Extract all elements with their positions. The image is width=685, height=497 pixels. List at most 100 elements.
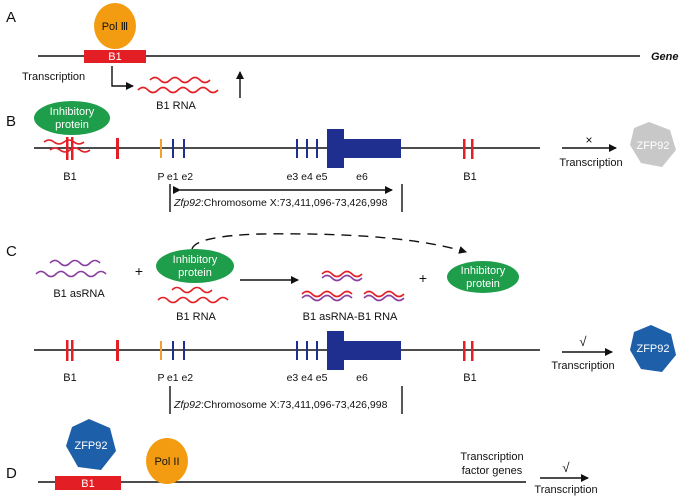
panel-c-promoter-mark (160, 341, 162, 360)
panel-b-p-label: P (157, 171, 164, 183)
panel-c-rna-wave-2 (157, 296, 229, 304)
panel-a-pol3-icon (94, 3, 136, 49)
panel-c-b1-left-label: B1 (63, 372, 76, 384)
panel-a-transcription-label: Transcription (22, 71, 85, 83)
panel-c-transcription-label: Transcription (551, 360, 614, 372)
panel-c-e3e4e5-label: e3 e4 e5 (287, 372, 328, 384)
panel-c-zfp92-icon (630, 325, 676, 372)
panel-d-pol2-icon (146, 438, 188, 484)
panel-b-bound-rna-1 (43, 139, 85, 145)
panel-c-span-label: Zfp92:Chromosome X:73,411,096-73,426,998 (173, 399, 388, 411)
panel-a-transcription-arrow (111, 66, 134, 90)
panel-c-zfp92-label: ZFP92 (636, 343, 669, 355)
panel-b-b1-right-mark-1 (463, 139, 466, 159)
panel-b-b1-left-label: B1 (63, 171, 76, 183)
panel-c-letter: C (6, 243, 17, 260)
panel-b-exon-e5 (316, 139, 318, 158)
panel-c-b1-mark-1 (66, 340, 69, 361)
panel-c-span-coords: :Chromosome X:73,411,096-73,426,998 (201, 399, 388, 411)
panel-d: D B1 ZFP92 Pol II Transcription factor g… (6, 419, 598, 496)
panel-c-p-label: P (157, 372, 164, 384)
panel-b-b1-mark-3 (116, 138, 119, 159)
panel-c-b1-right-mark-1 (463, 341, 466, 361)
panel-b-span-gene: Zfp92 (173, 197, 201, 209)
panel-b-zfp92-icon (630, 122, 676, 167)
panel-c-asrna-wave-1 (49, 259, 101, 267)
panel-b-exon-e6-tail (344, 139, 401, 158)
panel-b-e6-label: e6 (356, 171, 368, 183)
panel-c-rna-wave-1 (171, 286, 213, 294)
panel-a-letter: A (6, 9, 16, 26)
panel-c: C B1 asRNA + Inhibitory protein B1 RNA B… (6, 233, 676, 414)
panel-c-exon-e1 (172, 341, 174, 360)
panel-b-inhibitory-line2: protein (55, 119, 89, 131)
panel-b: B Inhibitory protein B1 P e1 e2 e3 e4 e5… (6, 101, 676, 212)
panel-a-b1-rna-label: B1 RNA (156, 100, 196, 112)
panel-d-tf-line1: Transcription (460, 451, 523, 463)
panel-d-tf-line2: factor genes (462, 465, 523, 477)
panel-c-b1-mark-2 (71, 340, 74, 361)
panel-a-rna-wave-1 (149, 76, 211, 84)
panel-c-complex-purple-1 (321, 274, 363, 282)
panel-c-b1-mark-3 (116, 340, 119, 361)
panel-b-b1-right-mark-2 (471, 139, 474, 159)
panel-c-inhibitory2-line1: Inhibitory (461, 265, 506, 277)
panel-c-complex-purple-2 (301, 294, 353, 302)
panel-b-span-coords: :Chromosome X:73,411,096-73,426,998 (201, 197, 388, 209)
panel-d-zfp92-icon (66, 419, 116, 470)
panel-b-letter: B (6, 113, 16, 130)
panel-c-inhibitory-line1: Inhibitory (173, 254, 218, 266)
panel-c-span-gene: Zfp92 (173, 399, 201, 411)
panel-c-b1-right-mark-2 (471, 341, 474, 361)
panel-c-complex-red-1 (321, 270, 363, 278)
panel-b-exon-e4 (306, 139, 308, 158)
panel-b-cross-mark: × (585, 133, 592, 147)
panel-b-span-label: Zfp92:Chromosome X:73,411,096-73,426,998 (173, 197, 388, 209)
panel-d-transcription-label: Transcription (534, 484, 597, 496)
panel-d-pol2-label: Pol II (154, 456, 179, 468)
panel-c-e1e2-label: e1 e2 (167, 372, 193, 384)
panel-d-zfp92-label: ZFP92 (74, 440, 107, 452)
panel-b-inhibitory-protein-icon (34, 101, 110, 135)
panel-b-transcription-label: Transcription (559, 157, 622, 169)
panel-b-exon-e3 (296, 139, 298, 158)
panel-c-b1-right-label: B1 (463, 372, 476, 384)
panel-c-complex-red-3 (363, 290, 405, 298)
panel-d-b1-element (55, 476, 121, 490)
panel-c-exon-e2 (183, 341, 185, 360)
panel-d-check-mark: √ (562, 460, 570, 475)
panel-c-complex-label: B1 asRNA-B1 RNA (303, 311, 398, 323)
panel-c-e6-label: e6 (356, 372, 368, 384)
panel-c-exon-e4 (306, 341, 308, 360)
panel-c-exon-e6-tail (344, 341, 401, 360)
panel-a-b1-label: B1 (108, 51, 121, 63)
panel-c-inhibitory2-line2: protein (466, 278, 500, 290)
panel-c-exon-e5 (316, 341, 318, 360)
panel-b-bound-rna-2 (49, 147, 91, 153)
panel-a-rna-wave-2 (137, 86, 219, 94)
panel-c-exon-e3 (296, 341, 298, 360)
panel-a-b1-element (84, 50, 146, 63)
panel-b-b1-mark-1 (66, 137, 69, 160)
panel-b-inhibitory-line1: Inhibitory (50, 106, 95, 118)
panel-a-pol3-label: Pol Ⅲ (102, 21, 129, 33)
panel-c-plus-1: + (135, 263, 143, 279)
panel-c-inhibitory-protein-icon (156, 249, 234, 283)
panel-b-zfp92-label: ZFP92 (636, 140, 669, 152)
panel-c-asrna-wave-2 (35, 270, 107, 278)
panel-b-exon-e2 (183, 139, 185, 158)
panel-b-exon-e1 (172, 139, 174, 158)
panel-c-plus-2: + (419, 270, 427, 286)
panel-b-promoter-mark (160, 139, 162, 158)
panel-c-exon-e6-block (327, 331, 344, 370)
panel-a: A B1 Pol Ⅲ Gene Transcription B1 RNA (6, 3, 679, 112)
panel-b-e1e2-label: e1 e2 (167, 171, 193, 183)
panel-d-b1-label: B1 (81, 478, 94, 490)
panel-b-b1-right-label: B1 (463, 171, 476, 183)
panel-c-inhibitory-line2: protein (178, 267, 212, 279)
panel-c-dashed-release-arrow (191, 233, 467, 254)
panel-b-e3e4e5-label: e3 e4 e5 (287, 171, 328, 183)
panel-c-b1-asrna-label: B1 asRNA (53, 288, 105, 300)
panel-c-released-protein-icon (447, 261, 519, 293)
